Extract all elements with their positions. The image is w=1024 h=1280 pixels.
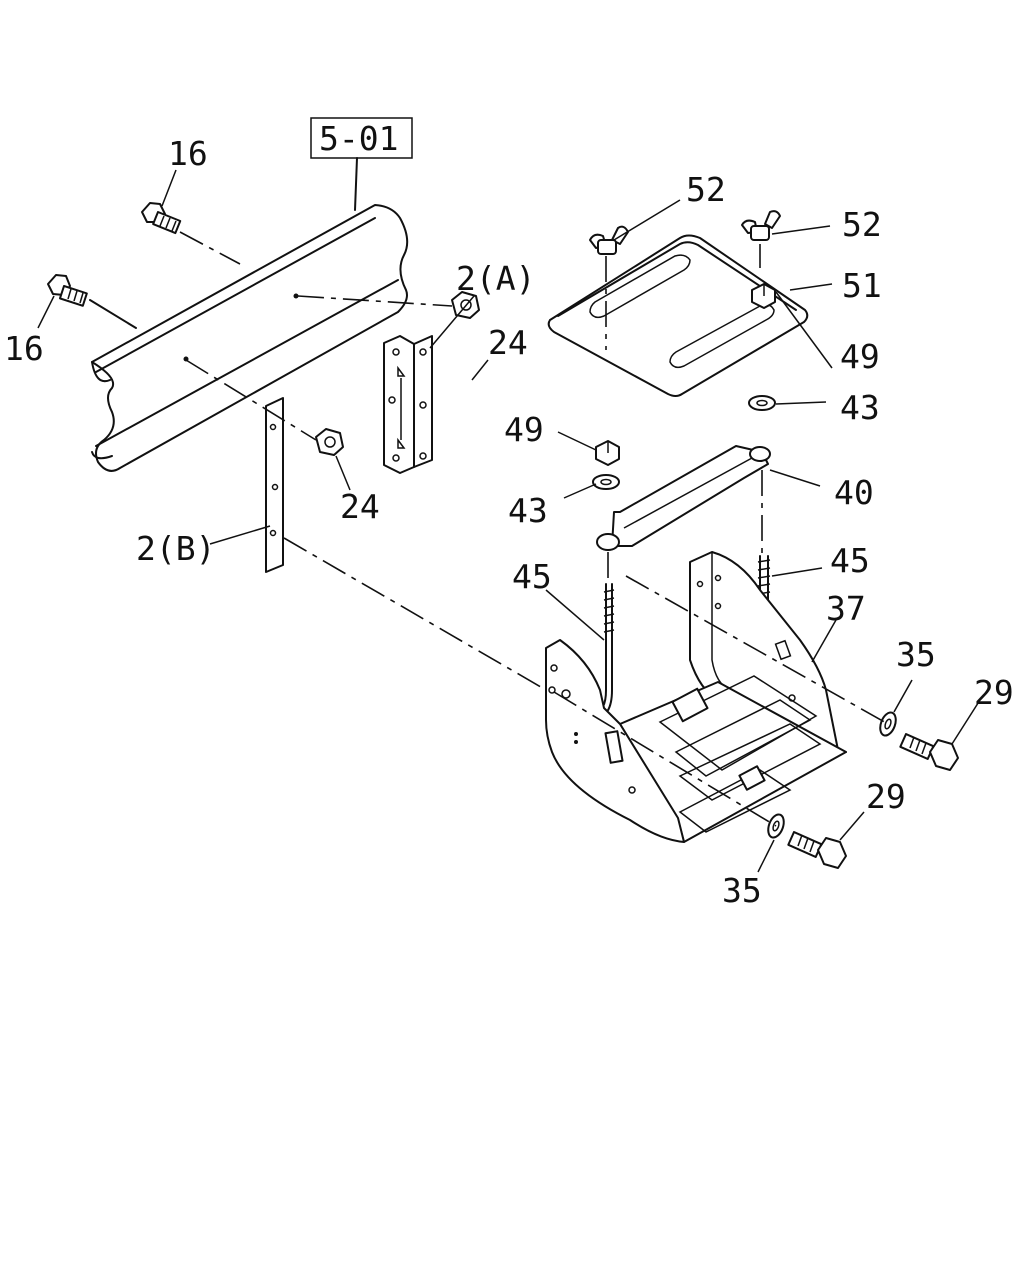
callout-16-top: 16 (168, 134, 208, 173)
callout-52-right: 52 (842, 205, 882, 244)
callout-45-right: 45 (830, 541, 870, 580)
clamp-bar-40 (596, 445, 771, 551)
bolt-16-top (141, 202, 182, 235)
callout-43-left: 43 (508, 491, 548, 530)
callout-16-left: 16 (4, 329, 44, 368)
callout-2a: 2(A) (456, 259, 535, 298)
callout-labels: 16 16 2(A) 2(B) 24 24 52 52 51 49 49 43 … (4, 134, 1014, 910)
bolt-29-bottom (787, 831, 847, 869)
callout-52-left: 52 (686, 170, 726, 209)
callout-37: 37 (826, 589, 866, 628)
washer-35-right (879, 711, 897, 737)
nut-24-b (315, 428, 344, 456)
callout-49-right: 49 (840, 337, 880, 376)
reference-box: 5-01 (310, 117, 413, 211)
callout-45-left: 45 (512, 557, 552, 596)
leader-lines (37, 169, 981, 873)
frame-rail (91, 204, 409, 472)
callout-29-right: 29 (974, 673, 1014, 712)
callout-51: 51 (842, 266, 882, 305)
bolt-16-left (47, 274, 88, 307)
callout-24-b: 24 (340, 487, 380, 526)
callout-40: 40 (834, 473, 874, 512)
wing-nut-52-right (741, 210, 781, 241)
nut-49-right (751, 283, 776, 309)
bolt-29-right (899, 733, 959, 771)
callout-2b: 2(B) (136, 529, 215, 568)
washer-43-left (592, 474, 620, 490)
callout-35-right: 35 (896, 635, 936, 674)
callout-43-right: 43 (840, 388, 880, 427)
battery-cover-51 (547, 234, 809, 397)
battery-tray-37 (545, 551, 847, 843)
callout-35-bottom: 35 (722, 871, 762, 910)
bracket-2b (265, 397, 284, 573)
callout-49-left: 49 (504, 410, 544, 449)
callout-29-bottom: 29 (866, 777, 906, 816)
washer-43-right (748, 395, 776, 411)
wing-nut-52-left (589, 225, 629, 255)
callout-24-a: 24 (488, 323, 528, 362)
bracket-2a (383, 335, 433, 474)
reference-box-label: 5-01 (319, 119, 398, 158)
nut-49-left (595, 440, 620, 466)
